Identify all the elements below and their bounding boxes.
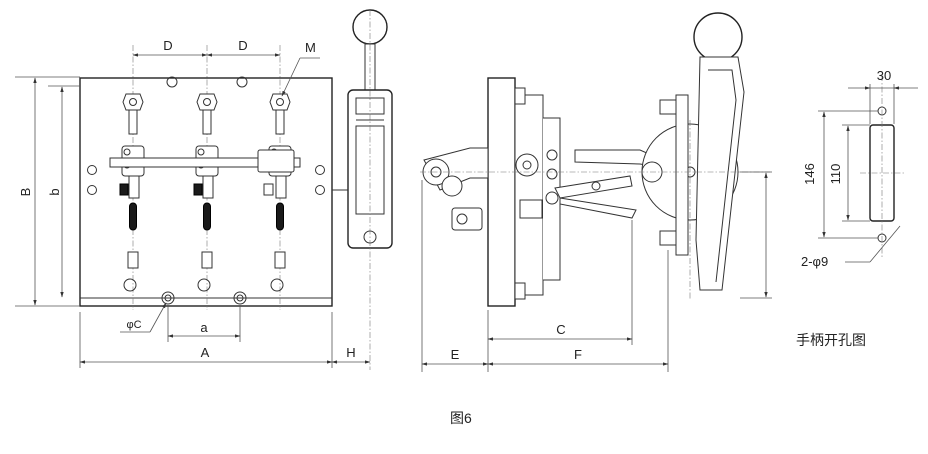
label-H: H xyxy=(346,345,355,360)
label-a: a xyxy=(200,320,208,335)
mounting-holes xyxy=(87,76,325,305)
label-b: b xyxy=(47,188,62,195)
label-B: B xyxy=(18,188,33,197)
label-F: F xyxy=(574,347,582,362)
pole-2 xyxy=(193,93,219,292)
handle-hole-caption: 手柄开孔图 xyxy=(796,332,866,348)
side-plate xyxy=(487,77,516,307)
label-D2: D xyxy=(238,38,247,53)
hole-count-2-phi9: 2-φ9 xyxy=(801,254,828,269)
label-C: C xyxy=(556,322,565,337)
hole-height-110: 110 xyxy=(828,164,843,185)
handle-front xyxy=(332,9,393,370)
figure-caption: 图6 xyxy=(450,410,472,426)
label-D1: D xyxy=(163,38,172,53)
label-M: M xyxy=(305,40,316,55)
front-view xyxy=(79,45,333,310)
dimension-labels: D D M B b φC a A H E C F 30 146 110 2-φ9… xyxy=(18,38,891,426)
dimensions xyxy=(15,53,918,372)
label-E: E xyxy=(451,347,460,362)
hole-height-146: 146 xyxy=(802,163,817,185)
side-view xyxy=(420,12,770,307)
connecting-shaft xyxy=(109,157,301,168)
label-A: A xyxy=(201,345,210,360)
hole-width-30: 30 xyxy=(877,68,891,83)
label-phiC: φC xyxy=(126,319,141,331)
handle-hole-view xyxy=(860,75,904,258)
